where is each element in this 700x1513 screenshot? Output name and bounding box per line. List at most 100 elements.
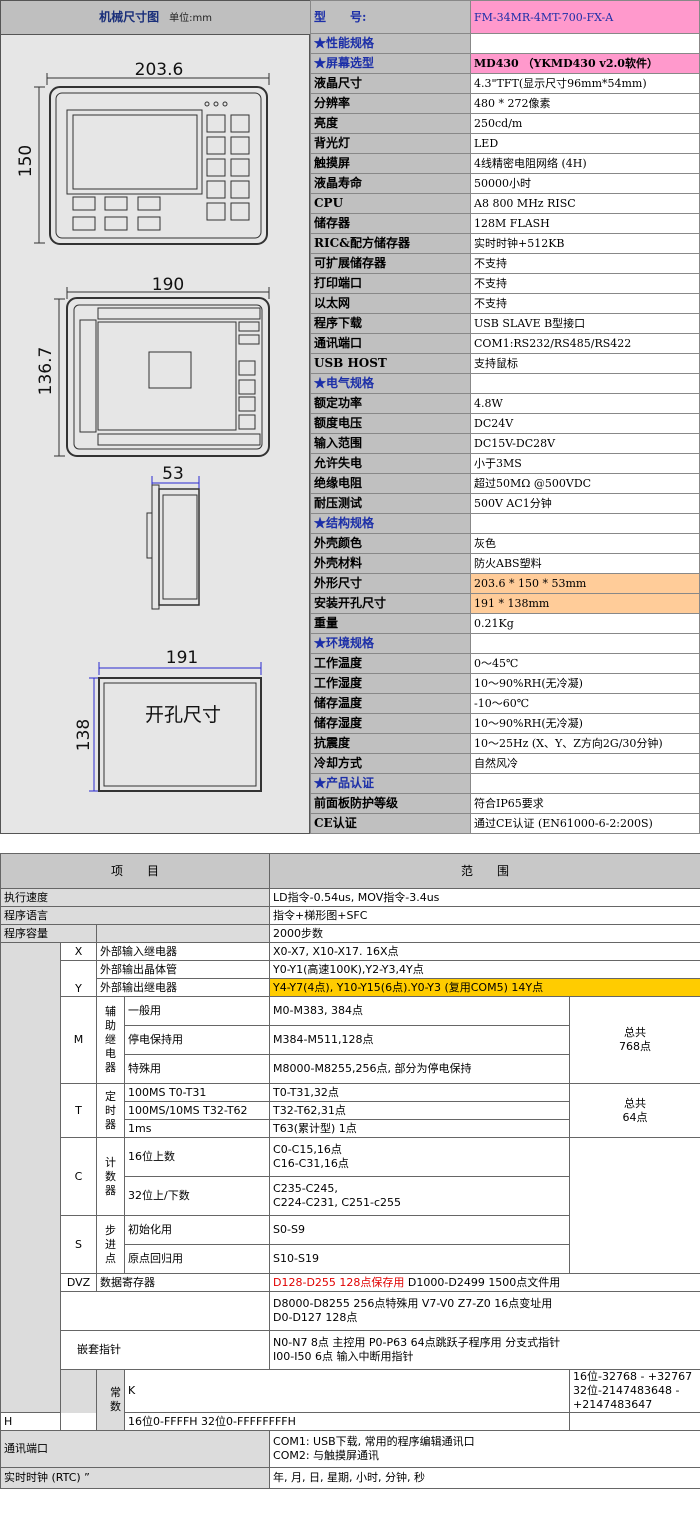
- spec-value: A8 800 MHz RISC: [470, 193, 700, 214]
- const-h-value: 16位0-FFFFH 32位0-FFFFFFFFH: [123, 1412, 571, 1431]
- spec-key: 打印端口: [310, 273, 471, 294]
- spec-row: 以太网不支持: [310, 293, 700, 314]
- spec-key: 工作温度: [310, 653, 471, 674]
- back-height-label: 136.7: [36, 347, 56, 396]
- x-label: X: [60, 942, 97, 961]
- spec-key: 额度电压: [310, 413, 471, 434]
- t-1-value: T63(累计型) 1点: [269, 1119, 571, 1138]
- t-100: 100MS T0-T31: [123, 1083, 271, 1102]
- spec-key: ★屏幕选型: [310, 53, 471, 74]
- dvz-label: DVZ: [60, 1273, 97, 1292]
- table-row: Y 外部输出晶体管 Y0-Y1(高速100K),Y2-Y3,4Y点: [1, 960, 700, 997]
- spec-value: 支持鼠标: [470, 353, 700, 374]
- spec-value: 4.8W: [470, 393, 700, 414]
- table-row: 原点回归用 S10-S19: [1, 1244, 700, 1274]
- spec-key: 触摸屏: [310, 153, 471, 174]
- table-row: S 步进点 初始化用 S0-S9: [1, 1215, 700, 1274]
- spec-value: 191 * 138mm: [470, 593, 700, 614]
- cutout-label: 开孔尺寸: [145, 704, 221, 726]
- spec-value: [470, 773, 700, 794]
- spec-value: [470, 33, 700, 54]
- drawing-unit: 单位:mm: [169, 13, 212, 24]
- table-row: 嵌套指针 N0-N7 8点 主控用 P0-P63 64点跳跃子程序用 分支式指针…: [1, 1330, 700, 1370]
- model-label: 型 号:: [310, 0, 471, 34]
- spec-value: COM1:RS232/RS485/RS422: [470, 333, 700, 354]
- spec-row: ★性能规格: [310, 33, 700, 54]
- spec-value: MD430 （YKMD430 v2.0软件）: [470, 53, 700, 74]
- spec-row: 打印端口不支持: [310, 273, 700, 294]
- header-item: 项 目: [0, 853, 271, 889]
- spec-row: 冷却方式自然风冷: [310, 753, 700, 774]
- spec-key: 工作湿度: [310, 673, 471, 694]
- spec-key: 绝缘电阻: [310, 473, 471, 494]
- t-1: 1ms: [123, 1119, 271, 1138]
- t-100-value: T0-T31,32点: [269, 1083, 571, 1102]
- model-value: FM-34MR-4MT-700-FX-A: [470, 0, 700, 34]
- spec-key: RIC&配方储存器: [310, 233, 471, 254]
- table-row: 程序容量 2000步数: [0, 924, 700, 943]
- m-special: 特殊用: [123, 1054, 271, 1084]
- spec-value: 50000小时: [470, 173, 700, 194]
- mechanical-drawing-panel: 机械尺寸图单位:mm 203.6: [0, 0, 310, 834]
- spec-key: 以太网: [310, 293, 471, 314]
- c-counter-label: 计数器: [96, 1137, 125, 1216]
- spec-key: 可扩展储存器: [310, 253, 471, 274]
- m-general: 一般用: [123, 996, 271, 1026]
- spec-value: USB SLAVE B型接口: [470, 313, 700, 334]
- m-latch: 停电保持用: [123, 1025, 271, 1055]
- prog-lang-label: 程序语言: [0, 906, 271, 925]
- drawing-title: 机械尺寸图: [99, 10, 160, 24]
- cutout-width-label: 191: [166, 648, 198, 668]
- table-row: DVZ 数据寄存器 D128-D255 128点保存用 D1000-D2499 …: [1, 1273, 700, 1292]
- s-label: S: [60, 1215, 97, 1274]
- side-depth-label: 53: [162, 464, 184, 484]
- spec-row: ★环境规格: [310, 633, 700, 654]
- table-row: 1ms T63(累计型) 1点: [1, 1119, 700, 1138]
- x-value: X0-X7, X10-X17. 16X点: [269, 942, 700, 961]
- spec-value: 10～90%RH(无冷凝): [470, 713, 700, 734]
- const-k: K: [123, 1369, 571, 1413]
- spec-key: 耐压测试: [310, 493, 471, 514]
- back-view: [54, 287, 270, 457]
- spec-key: 安装开孔尺寸: [310, 593, 471, 614]
- spec-value: 203.6 * 150 * 53mm: [470, 573, 700, 594]
- table-row: 程序语言 指令+梯形图+SFC: [0, 906, 700, 925]
- header-range: 范 围: [269, 853, 700, 889]
- side-view: [146, 476, 200, 610]
- spec-value: DC24V: [470, 413, 700, 434]
- prog-cap-label: 程序容量: [0, 924, 97, 943]
- spec-value: 10～25Hz (X、Y、Z方向2G/30分钟): [470, 733, 700, 754]
- spec-value: 0～45℃: [470, 653, 700, 674]
- spec-row: 前面板防护等级符合IP65要求: [310, 793, 700, 814]
- spec-value: 不支持: [470, 273, 700, 294]
- const-h: H: [0, 1412, 97, 1431]
- spec-key: ★结构规格: [310, 513, 471, 534]
- const-label: 常数: [96, 1369, 125, 1431]
- spec-key: 程序下载: [310, 313, 471, 334]
- spec-value: 实时时钟+512KB: [470, 233, 700, 254]
- drawing-header: 机械尺寸图单位:mm: [1, 1, 310, 35]
- s-init-value: S0-S9: [269, 1215, 571, 1245]
- spec-value: 通过CE认证 (EN61000-6-2:200S): [470, 813, 700, 834]
- spec-value: 防火ABS塑料: [470, 553, 700, 574]
- plc-spec-table: 项 目 范 围 执行速度 LD指令-0.54us, MOV指令-3.4us 程序…: [0, 853, 700, 1489]
- spec-key: 输入范围: [310, 433, 471, 454]
- spec-value: 4.3"TFT(显示尺寸96mm*54mm): [470, 73, 700, 94]
